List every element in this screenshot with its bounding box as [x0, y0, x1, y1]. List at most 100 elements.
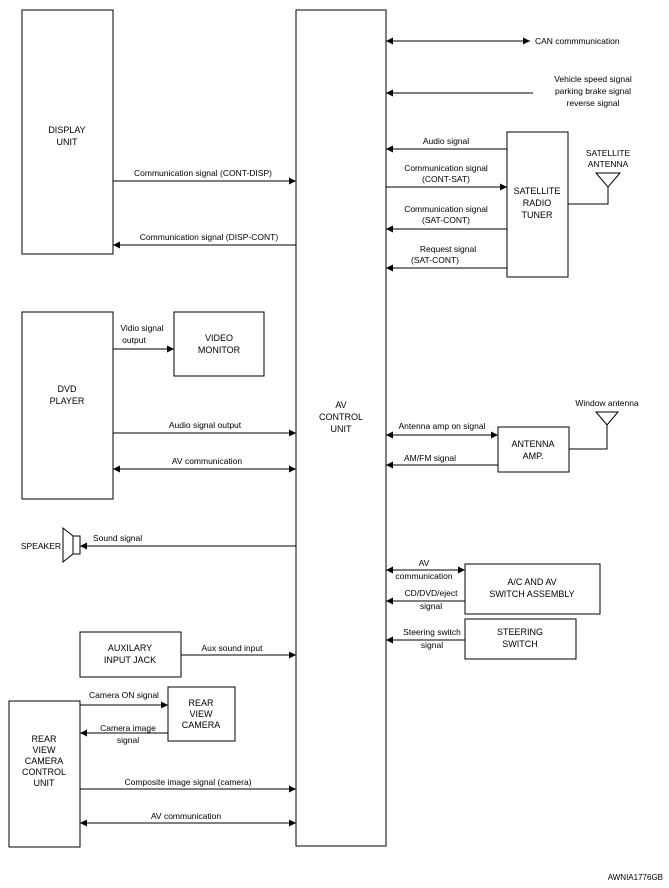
svg-text:VIEW: VIEW: [32, 745, 56, 755]
comm-cont-sat-signal: Communication signal (CONT-SAT): [386, 163, 507, 191]
svg-text:Window antenna: Window antenna: [575, 398, 639, 408]
svg-text:communication: communication: [395, 571, 452, 581]
svg-text:Audio signal output: Audio signal output: [169, 420, 242, 430]
svg-text:output: output: [122, 335, 146, 345]
video-monitor-block: VIDEO MONITOR: [173, 311, 265, 377]
svg-text:ANTENNA: ANTENNA: [511, 439, 554, 449]
svg-text:SATELLITE: SATELLITE: [586, 148, 631, 158]
satellite-radio-tuner-block: SATELLITE RADIO TUNER: [506, 131, 569, 278]
svg-text:SATELLITE: SATELLITE: [514, 186, 561, 196]
svg-text:reverse signal: reverse signal: [567, 98, 620, 108]
svg-text:Camera ON signal: Camera ON signal: [89, 690, 159, 700]
svg-text:Communication signal: Communication signal: [404, 204, 488, 214]
svg-text:Request signal: Request signal: [420, 244, 476, 254]
camera-on-signal: Camera ON signal: [80, 690, 168, 709]
antenna-amp-block: ANTENNA AMP.: [497, 426, 570, 473]
comm-sat-cont-signal: Communication signal (SAT-CONT): [386, 204, 507, 233]
window-antenna-icon: [594, 411, 620, 426]
svg-text:AV communication: AV communication: [151, 811, 222, 821]
svg-text:Steering switch: Steering switch: [403, 627, 461, 637]
svg-text:Vidio signal: Vidio signal: [120, 323, 163, 333]
svg-text:INPUT JACK: INPUT JACK: [104, 655, 156, 665]
speaker-icon: [62, 526, 74, 564]
svg-text:ANTENNA: ANTENNA: [588, 159, 629, 169]
am-fm-signal: AM/FM signal: [386, 453, 498, 469]
svg-text:(SAT-CONT): (SAT-CONT): [411, 255, 459, 265]
svg-text:UNIT: UNIT: [34, 778, 55, 788]
window-antenna: Window antenna: [569, 398, 639, 450]
av-communication-rear-signal: AV communication: [80, 811, 296, 827]
figure-id: AWNIA1776GB: [608, 873, 663, 882]
svg-text:signal: signal: [117, 735, 139, 745]
svg-text:Aux sound input: Aux sound input: [202, 643, 264, 653]
svg-text:UNIT: UNIT: [331, 424, 352, 434]
svg-text:CAMERA: CAMERA: [182, 720, 221, 730]
vidio-signal-output: Vidio signal output: [113, 323, 174, 353]
antenna-amp-on-signal: Antenna amp on signal: [386, 421, 498, 439]
audio-signal-output: Audio signal output: [113, 420, 296, 437]
display-unit-block: DISPLAY UNIT: [21, 9, 114, 255]
svg-text:Antenna amp on signal: Antenna amp on signal: [399, 421, 486, 431]
svg-text:Vehicle speed signal: Vehicle speed signal: [554, 74, 632, 84]
svg-text:AUXILARY: AUXILARY: [108, 643, 152, 653]
svg-text:Composite image signal (camera: Composite image signal (camera): [124, 777, 251, 787]
svg-text:MONITOR: MONITOR: [198, 345, 241, 355]
svg-text:DISPLAY: DISPLAY: [48, 125, 85, 135]
satellite-antenna: SATELLITE ANTENNA: [568, 148, 631, 205]
vehicle-speed-signal: Vehicle speed signal parking brake signa…: [386, 74, 632, 108]
svg-text:(CONT-SAT): (CONT-SAT): [422, 174, 470, 184]
steering-switch-block: STEERING SWITCH: [464, 618, 577, 660]
svg-text:AM/FM signal: AM/FM signal: [404, 453, 456, 463]
svg-text:AV: AV: [335, 400, 346, 410]
steering-switch-signal: Steering switch signal: [386, 627, 465, 650]
svg-text:CONTROL: CONTROL: [22, 767, 66, 777]
svg-text:DVD: DVD: [57, 384, 77, 394]
satellite-antenna-icon: [594, 172, 622, 188]
svg-text:VIDEO: VIDEO: [205, 333, 233, 343]
svg-text:A/C AND AV: A/C AND AV: [507, 577, 556, 587]
rear-view-camera-block: REAR VIEW CAMERA: [167, 686, 236, 742]
rear-view-camera-control-unit-block: REAR VIEW CAMERA CONTROL UNIT: [8, 700, 81, 848]
svg-text:Camera image: Camera image: [100, 723, 156, 733]
av-communication-dvd-signal: AV communication: [113, 456, 296, 473]
svg-text:TUNER: TUNER: [522, 210, 553, 220]
svg-text:PLAYER: PLAYER: [50, 396, 85, 406]
svg-text:Communication signal: Communication signal: [404, 163, 488, 173]
svg-text:Communication signal (DISP-CON: Communication signal (DISP-CONT): [140, 232, 279, 242]
comm-cont-disp-signal: Communication signal (CONT-DISP): [113, 168, 296, 185]
svg-text:AV: AV: [419, 558, 430, 568]
sound-signal: Sound signal: [80, 533, 296, 550]
svg-text:Sound signal: Sound signal: [93, 533, 142, 543]
audio-signal: Audio signal: [386, 136, 507, 153]
svg-text:CD/DVD/eject: CD/DVD/eject: [405, 588, 459, 598]
aux-sound-input-signal: Aux sound input: [181, 643, 296, 659]
svg-text:CAN commmunication: CAN commmunication: [535, 36, 620, 46]
svg-text:AV communication: AV communication: [172, 456, 243, 466]
request-signal: Request signal (SAT-CONT): [386, 244, 507, 272]
svg-text:UNIT: UNIT: [57, 137, 78, 147]
camera-image-signal: Camera image signal: [80, 723, 168, 745]
svg-text:REAR: REAR: [188, 698, 214, 708]
svg-text:(SAT-CONT): (SAT-CONT): [422, 215, 470, 225]
svg-text:signal: signal: [421, 640, 443, 650]
av-communication-switch-signal: AV communication: [386, 558, 465, 581]
svg-text:STEERING: STEERING: [497, 627, 543, 637]
svg-text:REAR: REAR: [31, 734, 57, 744]
svg-text:RADIO: RADIO: [523, 198, 552, 208]
dvd-player-block: DVD PLAYER: [21, 311, 114, 500]
svg-text:Communication signal (CONT-DIS: Communication signal (CONT-DISP): [134, 168, 272, 178]
svg-text:parking brake signal: parking brake signal: [555, 86, 631, 96]
comm-disp-cont-signal: Communication signal (DISP-CONT): [113, 232, 296, 249]
svg-text:SWITCH: SWITCH: [502, 639, 538, 649]
ac-av-switch-block: A/C AND AV SWITCH ASSEMBLY: [464, 563, 601, 615]
composite-image-signal: Composite image signal (camera): [80, 777, 296, 793]
svg-text:CONTROL: CONTROL: [319, 412, 363, 422]
av-control-unit-block: AV CONTROL UNIT: [295, 9, 387, 847]
svg-text:AMP.: AMP.: [523, 451, 544, 461]
svg-text:SPEAKER: SPEAKER: [21, 541, 61, 551]
speaker: SPEAKER: [21, 526, 81, 564]
svg-text:CAMERA: CAMERA: [25, 756, 64, 766]
svg-text:signal: signal: [420, 601, 442, 611]
auxiliary-input-jack-block: AUXILARY INPUT JACK: [79, 631, 182, 678]
svg-text:Audio signal: Audio signal: [423, 136, 469, 146]
